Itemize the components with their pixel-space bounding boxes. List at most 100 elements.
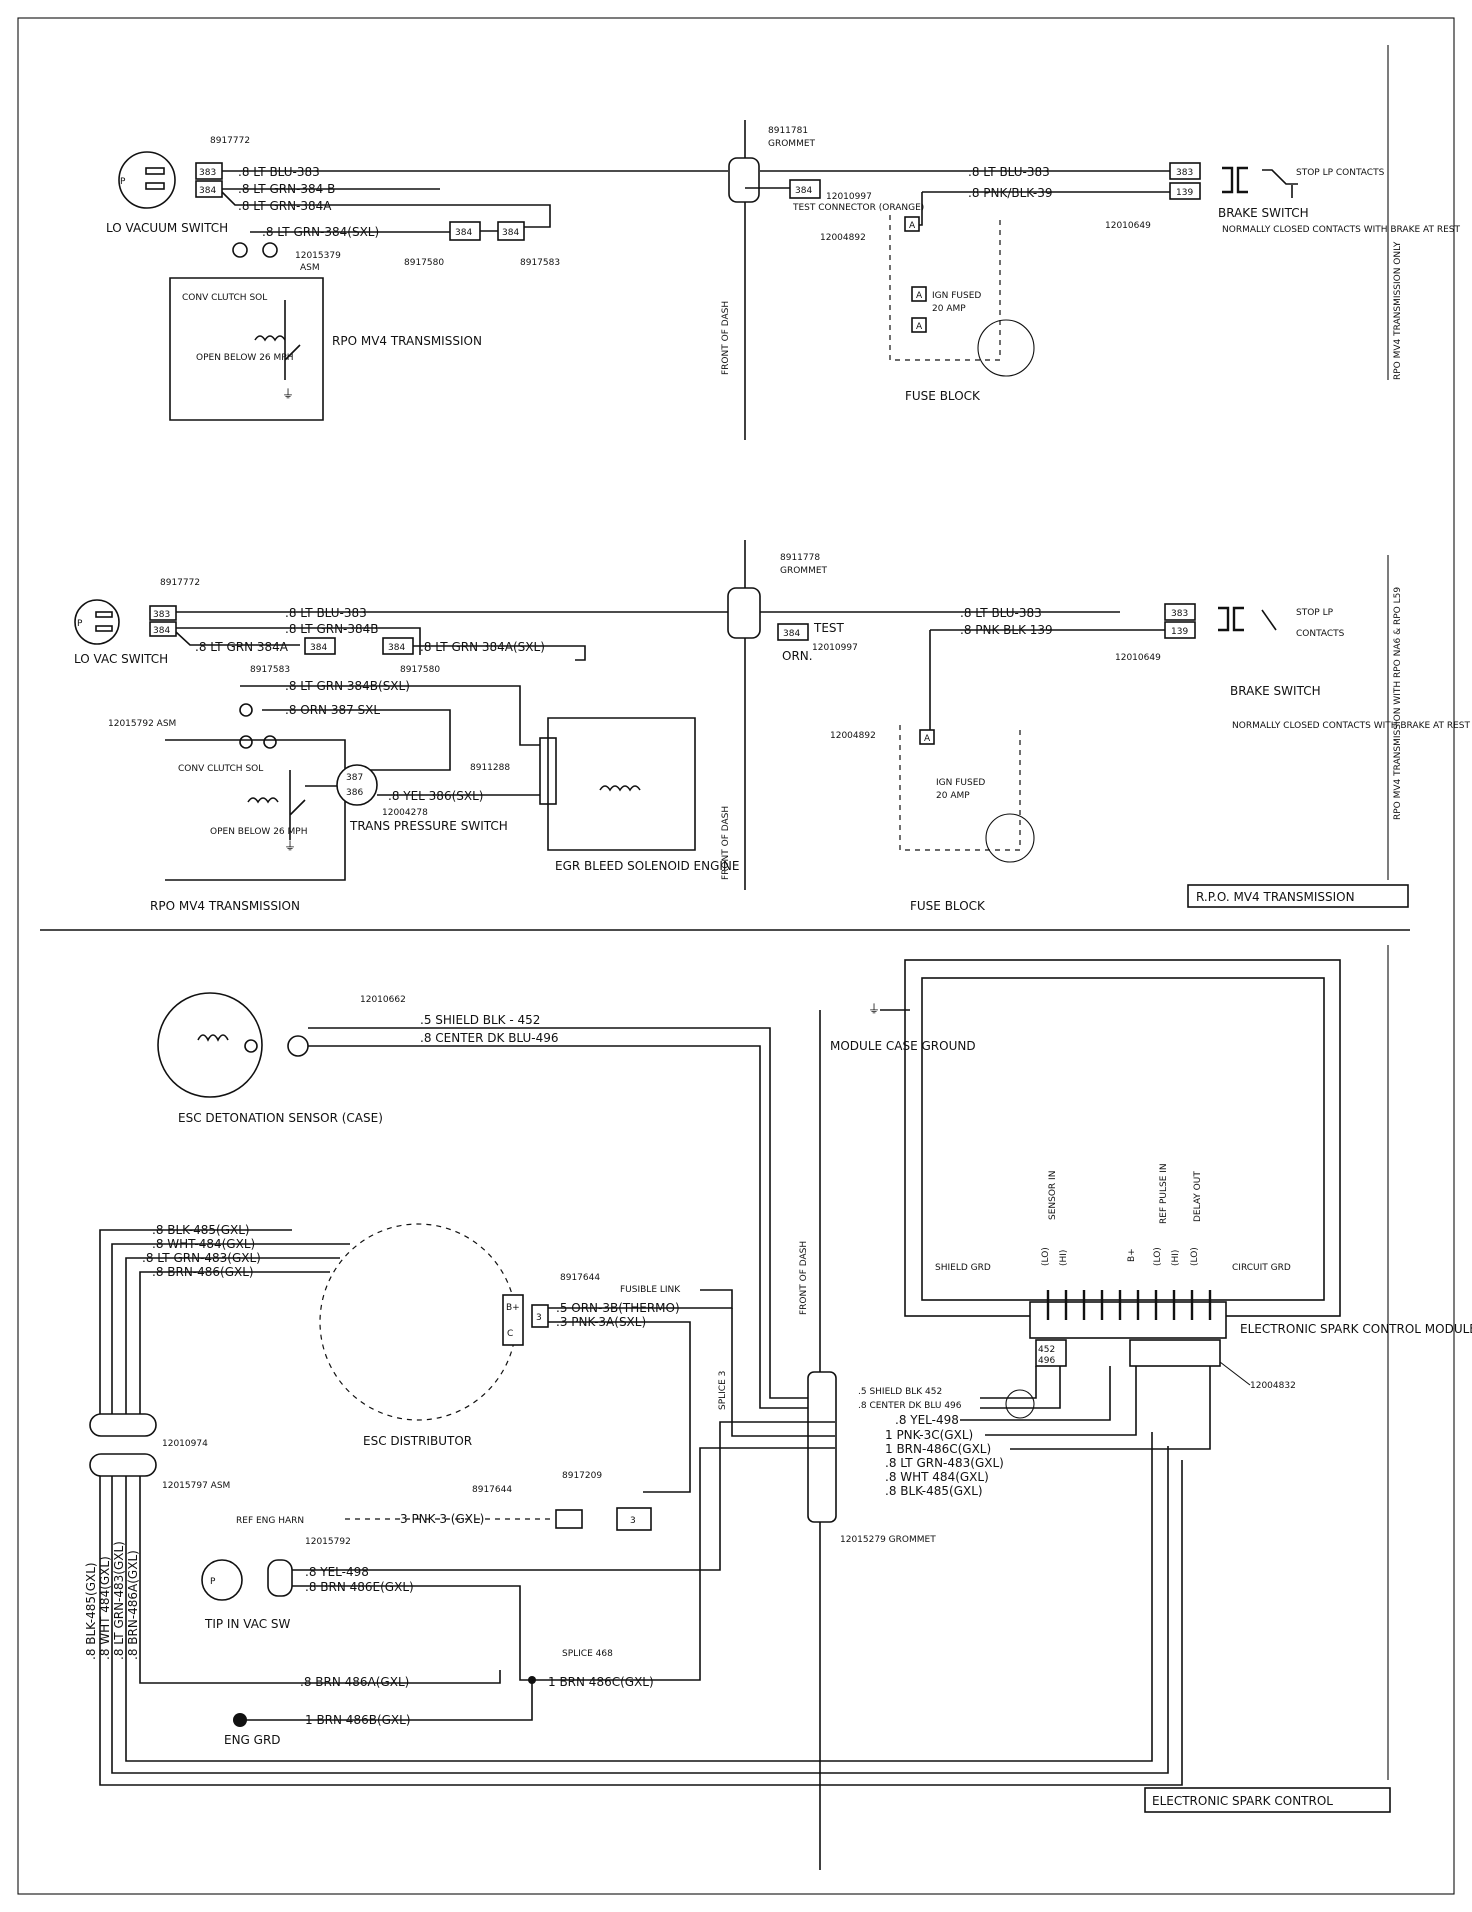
tip-in-vac-sw-label: TIP IN VAC SW [204,1617,291,1631]
esc-module-inner [921,977,1325,1301]
part-8917583-p2: 8917583 [250,665,290,675]
fuse-block-outline [889,215,1001,361]
normally-closed-label: NORMALLY CLOSED CONTACTS WITH BRAKE AT R… [1222,225,1461,235]
part-8911781: 8911781 [768,126,808,136]
lo-label-2: (LO) [1153,1247,1163,1266]
egr-bleed-label: EGR BLEED SOLENOID ENGINE [555,859,739,873]
panel-rpo-mv4-only: P LO VACUUM SWITCH 8917772 383 384 .8 LT… [106,45,1461,440]
part-12010649-p2: 12010649 [1115,653,1161,663]
fusible-link-label: FUSIBLE LINK [620,1285,681,1295]
lo-vac-port-bottom [95,625,113,632]
sensor-in-label: SENSOR IN [1048,1171,1058,1220]
part-8917644: 8917644 [560,1273,600,1283]
wire-484-label: .8 WHT-484(GXL) [152,1237,255,1251]
wire-486-label: .8 BRN-486(GXL) [152,1265,254,1279]
vwire-483-label: .8 LT GRN-483(GXL) [112,1541,126,1660]
connector-12010974 [89,1413,157,1437]
trans-pressure-switch-icon [336,764,378,806]
connector-383-p2 [149,605,177,621]
switch-contact-p2 [289,770,306,840]
test-connector-384-label: 384 [795,186,812,196]
connector-383-p2-label: 383 [153,610,170,620]
ground-symbol-p3: ⏚ [868,1002,880,1016]
connector-139-right-label: 139 [1176,188,1193,198]
fuse-block-outline-p2 [899,725,1021,851]
amp-20-label: 20 AMP [932,304,966,314]
normally-closed-p2-label: NORMALLY CLOSED CONTACTS WITH BRAKE AT R… [1232,721,1471,731]
panel2-title-box [1187,884,1409,908]
hi-label-1: (HI) [1059,1250,1069,1266]
panel3-title: ELECTRONIC SPARK CONTROL [1152,1794,1333,1808]
switch-p-label: P [120,177,126,187]
wire-483-label: .8 LT GRN-483(GXL) [142,1251,261,1265]
connector-384-inline-b [497,221,525,241]
wire-452 [308,1027,835,1399]
wire-39-label: .8 PNK/BLK-39 [968,186,1053,200]
front-of-dash-p2-label: FRONT OF DASH [721,806,731,880]
esc-distributor-label: ESC DISTRIBUTOR [363,1434,472,1448]
wire-3c [731,1308,835,1437]
connector-384-p2-a-label: 384 [310,643,327,653]
connector-383-right-p2-label: 383 [1171,609,1188,619]
trans-pressure-switch-label: TRANS PRESSURE SWITCH [349,819,508,833]
module-case-ground-label: MODULE CASE GROUND [830,1039,976,1053]
lo-vacuum-switch-label: LO VACUUM SWITCH [106,221,228,235]
eng-grd-label: ENG GRD [224,1733,281,1747]
bundle-496-label: .8 CENTER DK BLU 496 [858,1401,962,1411]
connector-12015797 [89,1453,157,1477]
connector-496-label: 496 [1038,1356,1055,1366]
esc-module-label: ELECTRONIC SPARK CONTROL MODULE [1240,1322,1472,1336]
eng-grd-icon [233,1713,247,1727]
wire-483 [125,1257,340,1418]
test-connector-384 [789,179,821,199]
wire-384b-p2-label: .8 LT GRN-384B [285,622,379,636]
wire-485-label: .8 BLK-485(GXL) [152,1223,250,1237]
terminal-a-legend-2 [911,317,927,333]
panel2-side-label: RPO MV4 TRANSMISSION WITH RPO NA6 & RPO … [1393,587,1403,820]
bundle-484-label: .8 WHT 484(GXL) [885,1470,989,1484]
lo-vac-switch-label: LO VAC SWITCH [74,652,168,666]
lo-label-1: (LO) [1041,1247,1051,1266]
connector-384-p2-label: 384 [153,626,170,636]
part-12010997: 12010997 [826,192,872,202]
asm-label: ASM [300,263,320,273]
test-connector-label: TEST CONNECTOR (ORANGE) [792,203,924,213]
connector-452-label: 452 [1038,1345,1055,1355]
part-12015797: 12015797 ASM [162,1481,230,1491]
bundle-3c-label: 1 PNK-3C(GXL) [885,1428,973,1442]
bundle-3c [985,1366,1137,1436]
fuse-circle-p2 [985,813,1035,863]
connector-3-label: 3 [536,1313,542,1323]
esc-detonation-sensor-icon [157,992,263,1098]
part-8917580-p2: 8917580 [400,665,440,675]
connector-383-label: 383 [199,168,216,178]
ground-symbol: ⏚ [282,387,294,401]
conv-clutch-sol-p2-label: CONV CLUTCH SOL [178,764,263,774]
contacts-label: CONTACTS [1296,629,1345,639]
terminal-a-legend [911,286,927,302]
panel-electronic-spark-control: ESC DETONATION SENSOR (CASE) 12010662 .5… [84,945,1472,1870]
wire-486a-label: .8 BRN 486A(GXL) [300,1675,409,1689]
vwire-484-label: .8 WHT 484(GXL) [98,1556,112,1660]
open-below-label: OPEN BELOW 26 MPH [196,353,293,363]
conv-clutch-sol-label: CONV CLUTCH SOL [182,293,267,303]
connector-383-right-label: 383 [1176,168,1193,178]
ign-fused-label: IGN FUSED [932,291,981,301]
brake-switch-label: BRAKE SWITCH [1218,206,1309,220]
distributor-pin-c-label: C [507,1329,513,1339]
brake-switch-contacts [1222,166,1248,194]
connector-384-inline-b-label: 384 [502,228,519,238]
leader-12004832 [1219,1361,1251,1386]
connector-ref-b [616,1507,652,1531]
connector-139-right [1169,182,1201,200]
wire-386-label: .8 YEL 386(SXL) [388,789,483,803]
test-connector-p2 [777,623,809,641]
connector-12015792-pin-c [263,735,277,749]
orn-label: ORN. [782,649,813,663]
part-8917772-p2: 8917772 [160,578,200,588]
part-12010974: 12010974 [162,1439,208,1449]
brake-switch-contacts-p2 [1218,606,1244,632]
part-8917772: 8917772 [210,136,250,146]
connector-384-p2-b-label: 384 [388,643,405,653]
egr-coil-icon [599,785,641,792]
